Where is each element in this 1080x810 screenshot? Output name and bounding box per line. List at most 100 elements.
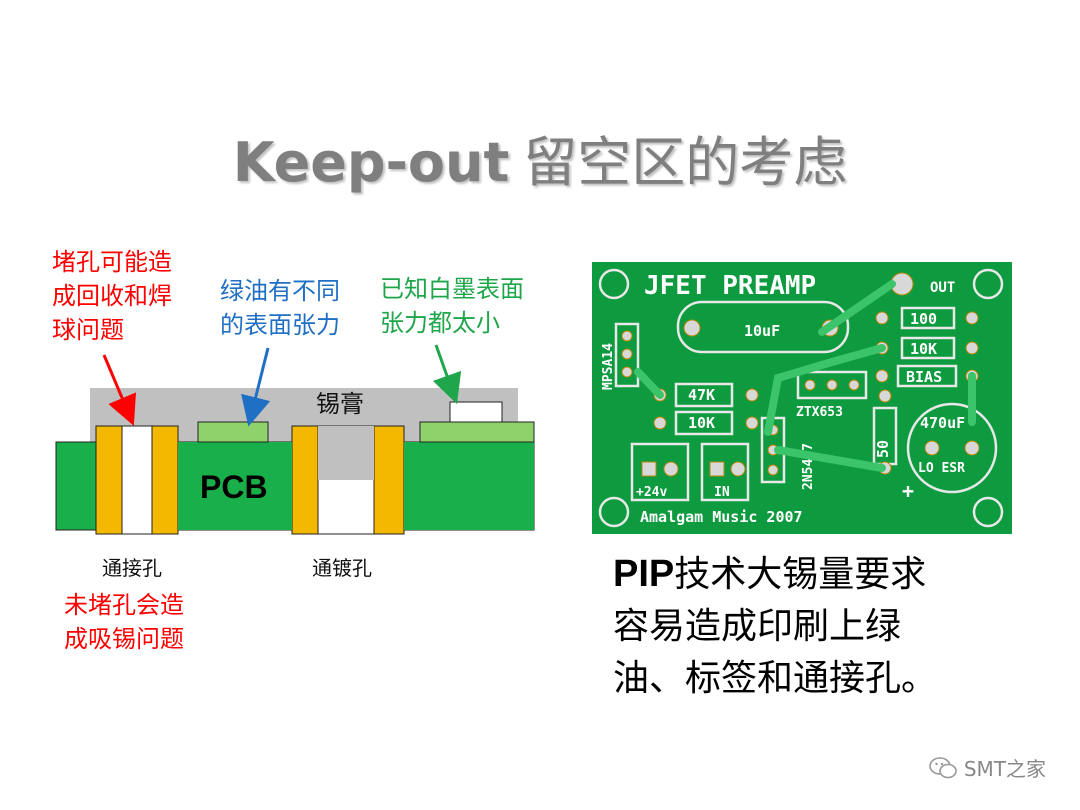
title-cn: 留空区的考虑 — [523, 131, 848, 194]
pad — [653, 416, 667, 430]
cap1-label: 10uF — [744, 322, 780, 340]
mount-hole — [598, 496, 630, 528]
red-arrow — [102, 354, 137, 426]
silkscreen-note: 已知白墨表面 张力都太小 — [380, 272, 524, 340]
r10k-outline — [674, 410, 734, 436]
cap2-outline — [906, 402, 998, 494]
pcb-label: PCB — [200, 469, 268, 505]
silkscreen — [449, 401, 503, 423]
pip-line-2: 容易造成印刷上绿 — [613, 606, 902, 647]
in-label: IN — [714, 485, 730, 500]
pcb-core — [404, 442, 534, 530]
trace — [764, 344, 886, 436]
out-label: OUT — [930, 280, 955, 296]
pad — [683, 319, 701, 337]
solder-mask-note: 绿油有不同 的表面张力 — [220, 274, 340, 342]
pip-description: PIP技术大锡量要求 容易造成印刷上绿 油、标签和通接孔。 — [613, 548, 937, 705]
pcb-board-photo: JFET PREAMP OUT 10uF 100 10K BIAS 47K 10… — [592, 262, 1012, 534]
cap1-outline — [676, 300, 850, 354]
pad — [804, 379, 816, 391]
r10k-a-outline — [900, 336, 956, 360]
mpsa-outline — [614, 322, 640, 388]
title-en: Keep-out — [232, 131, 510, 194]
note-line: 未堵孔会造 — [64, 591, 184, 619]
in24-outline — [630, 442, 690, 502]
watermark-text: SMT之家 — [963, 757, 1046, 781]
pad — [964, 440, 980, 456]
note-line: 堵孔可能造 — [52, 248, 172, 276]
pad — [745, 416, 759, 430]
in-outline — [700, 442, 750, 502]
pip-line: PIP技术大锡量要求 — [613, 548, 937, 601]
note-line: 的表面张力 — [220, 311, 340, 339]
green-arrow — [432, 344, 462, 405]
ztx-label: ZTX653 — [796, 405, 843, 420]
blue-arrow — [241, 347, 271, 427]
note-line: 已知白墨表面 — [380, 275, 524, 303]
board-footer: Amalgam Music 2007 — [640, 508, 803, 526]
trace — [818, 280, 896, 336]
r47k-outline — [674, 382, 734, 408]
via-hole — [121, 425, 153, 535]
pip-bold: PIP — [613, 553, 675, 595]
pad — [878, 389, 892, 403]
pad — [848, 379, 860, 391]
pad — [965, 311, 979, 325]
plug-hole-note: 堵孔可能造 成回收和焊 球问题 — [52, 245, 172, 347]
pad — [875, 311, 889, 325]
pad — [641, 461, 657, 477]
r10k-b-label: 10K — [688, 414, 715, 432]
note-line: 成回收和焊 — [52, 282, 172, 310]
cap2-label: 470uF — [920, 414, 965, 432]
pad — [730, 461, 746, 477]
board-title: JFET PREAMP — [644, 271, 816, 301]
solder-mask — [419, 421, 535, 443]
pad — [621, 330, 633, 342]
note-line: 绿油有不同 — [220, 277, 340, 305]
pad — [924, 440, 940, 456]
solder-mask — [197, 421, 269, 443]
mount-hole — [598, 268, 630, 300]
through-hole-label: 通接孔 — [102, 556, 162, 580]
pcb-core — [178, 442, 292, 530]
bias-label: BIAS — [906, 368, 942, 386]
r10k-a-label: 10K — [910, 340, 937, 358]
wechat-icon — [929, 756, 957, 778]
unplugged-note: 未堵孔会造 成吸锡问题 — [64, 588, 184, 656]
r100-outline — [900, 306, 956, 330]
lo-esr-label: LO ESR — [918, 461, 965, 476]
solder-paste-label: 锡膏 — [316, 390, 364, 418]
r100-label: 100 — [910, 310, 937, 328]
r50-label: 50 — [874, 440, 892, 458]
watermark: SMT之家 — [928, 753, 1046, 782]
in24-label: +24v — [636, 485, 667, 500]
note-line: 张力都太小 — [380, 309, 500, 337]
note-line: 球问题 — [52, 316, 124, 344]
jfet-label: 2N5457 — [801, 443, 816, 490]
plated-hole-label: 通镀孔 — [312, 556, 372, 580]
mount-hole — [972, 268, 1004, 300]
plus-label: + — [902, 479, 914, 503]
pip-line-1: 技术大锡量要求 — [674, 554, 927, 595]
r47k-label: 47K — [688, 386, 715, 404]
mpsa-label: MPSA14 — [601, 343, 616, 390]
pad — [767, 464, 779, 476]
ztx-outline — [796, 370, 868, 400]
pad — [663, 461, 679, 477]
pad — [965, 341, 979, 355]
pad — [875, 369, 889, 383]
trace — [634, 368, 664, 399]
pad — [621, 348, 633, 360]
bias-outline — [896, 364, 958, 388]
solder-fill — [318, 426, 374, 480]
pad — [826, 379, 838, 391]
pad — [621, 366, 633, 378]
pip-line-3: 油、标签和通接孔。 — [613, 658, 938, 699]
pad — [745, 388, 759, 402]
note-line: 成吸锡问题 — [64, 625, 184, 653]
trace — [774, 446, 886, 472]
mount-hole — [972, 496, 1004, 528]
pad — [709, 461, 725, 477]
